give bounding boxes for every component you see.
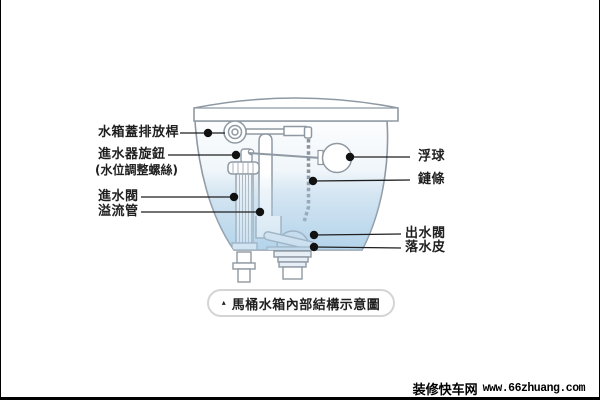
watermark: 装修快车网 www.66zhuang.com — [412, 379, 586, 398]
label-flapper: 落水皮 — [405, 240, 446, 255]
label-chain: 鏈條 — [418, 172, 446, 187]
inlet-shank — [232, 251, 256, 283]
label-inlet-valve: 進水閥 — [98, 189, 139, 204]
leader-lines — [141, 132, 411, 249]
caption-box: ▴ 馬桶水箱內部結構示意圖 — [207, 289, 395, 317]
connector-dot — [345, 152, 355, 162]
caption-bullet-icon: ▴ — [221, 298, 226, 307]
label-float-ball: 浮球 — [418, 149, 446, 164]
caption-text: 馬桶水箱內部結構示意圖 — [231, 297, 381, 313]
connector-dot — [203, 128, 213, 138]
connector-dot — [255, 207, 265, 217]
watermark-site-name: 装修快车网 — [412, 383, 478, 398]
drain-flange — [273, 250, 312, 280]
label-inlet-knob: 進水器旋鈕 — [98, 147, 166, 162]
connector-dots — [203, 128, 355, 252]
tank-lid — [193, 97, 399, 122]
connector-dot — [308, 176, 318, 186]
watermark-url: www.66zhuang.com — [482, 382, 586, 395]
connector-dot — [229, 192, 239, 202]
connector-dot — [309, 242, 319, 252]
label-outlet-valve: 出水閥 — [405, 226, 446, 241]
label-tank-lid-lever: 水箱蓋排放桿 — [98, 125, 180, 140]
connector-dot — [309, 230, 319, 240]
water-overlay — [195, 121, 388, 250]
label-inlet-knob-sub: (水位調整螺絲) — [95, 163, 178, 177]
label-overflow-tube: 溢流管 — [98, 204, 139, 219]
connector-dot — [231, 150, 241, 160]
